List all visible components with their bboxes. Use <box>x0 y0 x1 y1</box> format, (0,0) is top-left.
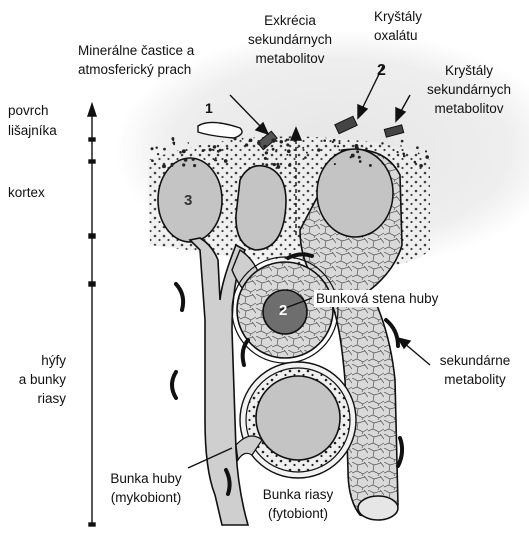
algal-cell-label-line-2: (fytobiont) <box>248 505 348 522</box>
algal-cell-label: Bunka riasy (fytobiont) <box>248 486 348 522</box>
fungal-cell-label: Bunka huby (mykobiont) <box>94 470 198 506</box>
marker-3: 3 <box>184 192 192 209</box>
cell-wall-label: Bunková stena huby <box>314 290 440 307</box>
secondary-crystals-label-line-2: sekundárnych <box>414 81 524 98</box>
secondary-crystals-label-line-1: Kryštály <box>414 62 524 79</box>
marker-1: 1 <box>205 100 213 116</box>
hyphae-label-line-3: riasy <box>6 390 66 407</box>
mineral-label-line-1: Minerálne častice a <box>78 42 194 59</box>
algal-cell-lower-core <box>256 376 340 460</box>
hyphal-tube-end <box>358 496 398 520</box>
excretion-label-line-1: Exkrécia <box>230 12 350 29</box>
marker-2-top: 2 <box>377 62 386 80</box>
cortex-label: kortex <box>8 184 45 201</box>
cortex-cell-middle <box>236 166 286 250</box>
excretion-label-line-2: sekundárnych <box>230 31 350 48</box>
mineral-label-line-2: atmosferický prach <box>78 61 194 78</box>
hyphae-label: hýfy a bunky riasy <box>6 352 66 407</box>
depth-axis <box>88 104 96 526</box>
surface-label: povrch lišajníka <box>8 102 57 139</box>
mineral-label: Minerálne častice a atmosferický prach <box>78 42 194 78</box>
secondary-metabolites-label-line-2: metabolity <box>430 371 520 388</box>
hyphae-label-line-1: hýfy <box>6 352 66 369</box>
algal-cell-label-line-1: Bunka riasy <box>248 486 348 503</box>
excretion-label-line-3: metabolitov <box>230 50 350 67</box>
secondary-metabolites-label-line-1: sekundárne <box>430 352 520 369</box>
surface-label-line-2: lišajníka <box>8 122 57 139</box>
fungal-cell-label-line-2: (mykobiont) <box>94 489 198 506</box>
oxalate-label: Kryštály oxalátu <box>374 8 422 44</box>
excretion-label: Exkrécia sekundárnych metabolitov <box>230 12 350 67</box>
secondary-crystals-label: Kryštály sekundárnych metabolitov <box>414 62 524 117</box>
oxalate-label-line-2: oxalátu <box>374 27 422 44</box>
secondary-metabolites-label: sekundárne metabolity <box>430 352 520 388</box>
oxalate-label-line-1: Kryštály <box>374 8 422 25</box>
marker-2-cell: 2 <box>279 302 287 319</box>
hyphae-label-line-2: a bunky <box>6 371 66 388</box>
secondary-crystals-label-line-3: metabolitov <box>414 100 524 117</box>
fungal-cell-label-line-1: Bunka huby <box>94 470 198 487</box>
surface-label-line-1: povrch <box>8 102 57 119</box>
cortex-cell-right <box>317 149 393 237</box>
